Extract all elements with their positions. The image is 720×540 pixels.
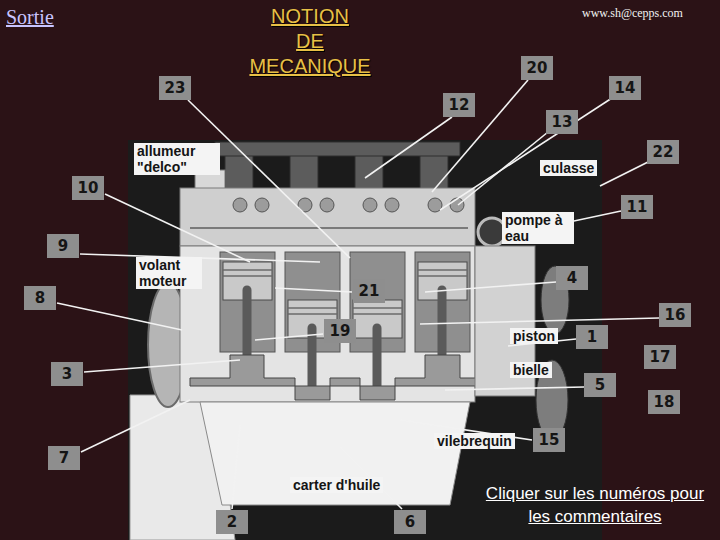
callout-number: 17 — [644, 345, 676, 369]
crankshaft — [190, 355, 480, 400]
instruction-note: Cliquer sur les numéros pour les comment… — [476, 482, 714, 528]
part-name: pompe à eau — [502, 212, 574, 244]
callout-number: 15 — [533, 428, 565, 452]
leader-lines — [57, 80, 659, 509]
callout-number: 7 — [48, 446, 80, 470]
website-url: www.sh@cepps.com — [582, 6, 683, 21]
photo-ground — [128, 140, 602, 540]
callout-number: 9 — [47, 234, 79, 258]
exit-link: Sortie — [6, 6, 54, 29]
part-name: vilebrequin — [434, 433, 515, 449]
callout-number: 12 — [443, 93, 475, 117]
callout-number: 10 — [72, 176, 104, 200]
callout-number: 4 — [556, 266, 588, 290]
page-title: NOTION DE MECANIQUE — [240, 4, 380, 79]
cylinder-head — [180, 188, 475, 246]
cylinders — [220, 252, 470, 352]
callout-number: 14 — [609, 76, 641, 100]
callout-number: 1 — [576, 325, 608, 349]
callout-number: 3 — [51, 362, 83, 386]
part-name: allumeur "delco" — [134, 143, 220, 175]
callout-number: 20 — [521, 56, 553, 80]
part-name: bielle — [510, 362, 552, 378]
callout-number: 21 — [353, 279, 385, 303]
callout-number: 11 — [621, 195, 653, 219]
part-name: carter d'huile — [290, 477, 383, 493]
part-name: culasse — [540, 160, 597, 176]
callout-number: 22 — [647, 140, 679, 164]
callout-number: 23 — [159, 76, 191, 100]
part-name: volant moteur — [136, 257, 202, 289]
valves — [233, 198, 464, 212]
callout-number: 8 — [24, 286, 56, 310]
callout-number: 5 — [584, 373, 616, 397]
callout-number: 18 — [648, 390, 680, 414]
intake-manifold — [215, 142, 460, 190]
callout-number: 19 — [324, 319, 356, 343]
callout-number: 6 — [394, 510, 426, 534]
callout-number: 13 — [546, 110, 578, 134]
callout-number: 2 — [216, 510, 248, 534]
callout-number: 16 — [659, 303, 691, 327]
oil-pan — [200, 402, 470, 505]
part-name: piston — [510, 328, 558, 344]
